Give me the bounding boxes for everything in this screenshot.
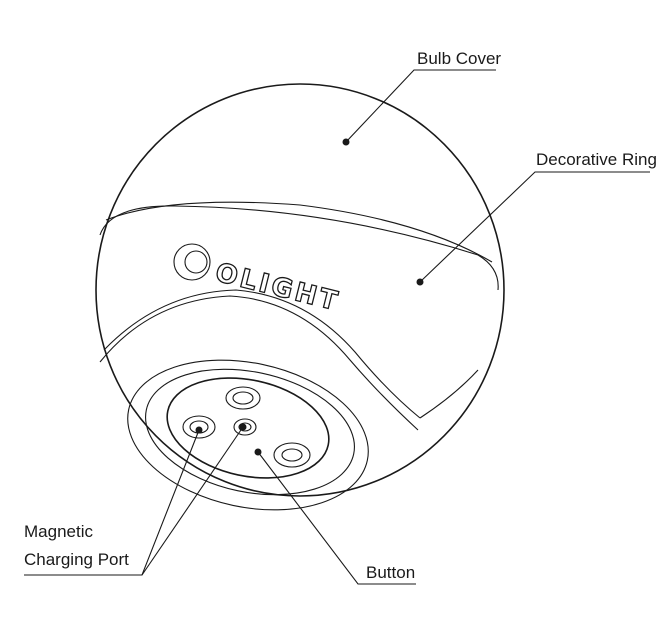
decorative-ring-dot — [416, 278, 424, 286]
button-leader — [257, 451, 416, 585]
logo-ring-inner — [184, 250, 208, 274]
base-assembly — [127, 359, 369, 511]
charging-port-leader-b — [141, 426, 244, 576]
logo-ring-outer — [173, 243, 211, 281]
base-outer-rim — [127, 359, 369, 511]
button-dot — [254, 448, 262, 456]
ring-lower-edge-inner — [103, 289, 421, 419]
ring-upper-edge — [99, 205, 499, 291]
contact-right — [273, 442, 311, 468]
label-magnetic-line1: Magnetic — [24, 522, 93, 541]
callouts — [24, 69, 650, 585]
base-inner-rim — [145, 368, 355, 496]
label-magnetic-line2: Charging Port — [24, 550, 129, 569]
bulb-cover-leader — [345, 69, 496, 143]
label-bulb-cover: Bulb Cover — [417, 49, 501, 68]
ring-upper-edge-inner — [105, 201, 493, 263]
magnetic-charging-port-face — [166, 377, 330, 479]
ring-side-edge — [419, 369, 479, 419]
charging-port-dot-a — [195, 426, 203, 434]
charging-port-dot-b — [239, 423, 247, 431]
contact-top — [225, 386, 261, 410]
label-decorative-ring: Decorative Ring — [536, 150, 656, 169]
decorative-ring — [99, 201, 499, 431]
decorative-ring-leader — [419, 171, 650, 283]
bulb-cover-dot — [342, 138, 350, 146]
ring-lower-edge — [99, 295, 419, 431]
contact-center — [233, 418, 257, 436]
label-button: Button — [366, 563, 415, 582]
labels: Bulb Cover Decorative Ring Magnetic Char… — [24, 49, 656, 582]
